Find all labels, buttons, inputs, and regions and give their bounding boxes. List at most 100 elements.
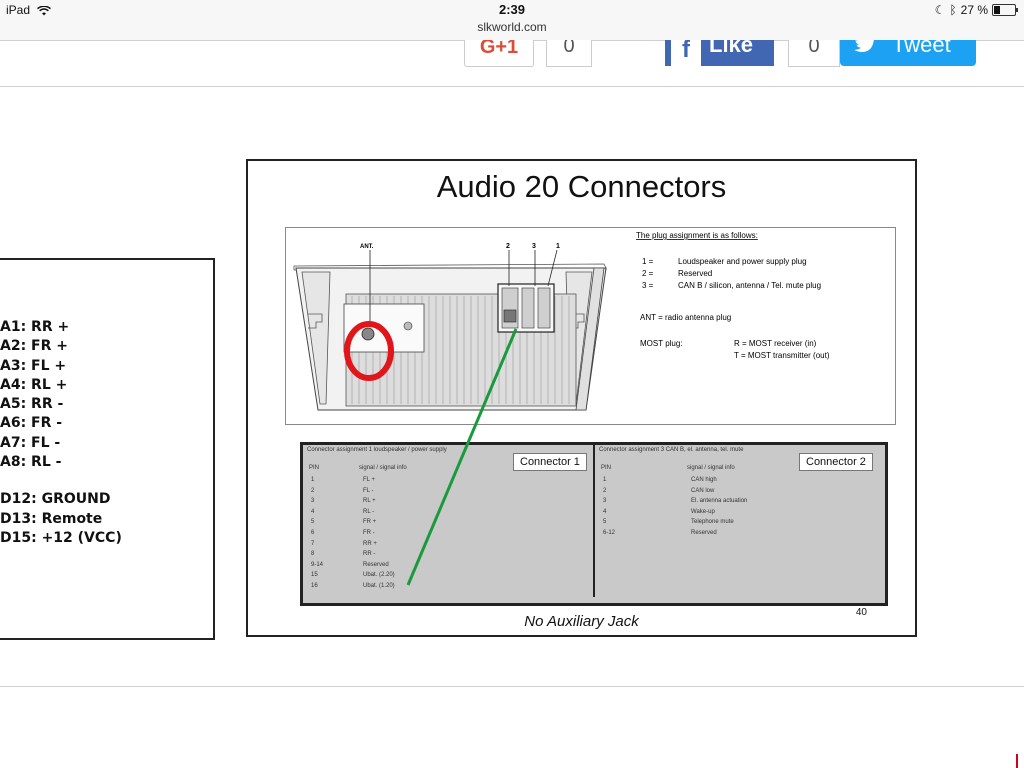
connector2-heading: Connector assignment 3 CAN B, el. antenn…: [599, 447, 744, 453]
divider-top: [0, 86, 1024, 87]
signal-cell: FR +: [363, 519, 377, 526]
signal-cell: RL +: [363, 498, 376, 505]
pin-cell: 2: [603, 487, 607, 494]
edge-mark: [1016, 754, 1018, 768]
pin-cell: 5: [311, 519, 315, 526]
pin-cell: 5: [603, 519, 607, 526]
radio-back-diagram: ANT. 2 3 1 The plug assignment is as fol…: [285, 227, 896, 425]
status-right: ☾ ᛒ 27 %: [934, 3, 1018, 17]
address-bar-url[interactable]: slkworld.com: [477, 20, 547, 34]
pin-cell: 2: [311, 487, 315, 494]
wifi-icon: [37, 5, 52, 16]
connector1-col-pin: PIN: [309, 465, 320, 471]
most-transmitter: T = MOST transmitter (out): [734, 351, 830, 360]
gplus-count: 0: [546, 40, 592, 67]
pin-cell: 7: [311, 540, 315, 547]
speaker-pin: A4: RL +: [0, 376, 68, 393]
speaker-pin: A2: FR +: [0, 338, 68, 355]
connector-slide-image: Audio 20 Connectors: [246, 159, 917, 637]
callout-2: 2: [506, 243, 510, 250]
radio-back-drawing: ANT. 2 3 1 The plug assignment is as fol…: [293, 231, 830, 411]
pin-cell: 4: [311, 508, 315, 515]
signal-cell: Ubat. (2.20): [363, 572, 395, 579]
pin-cell: 6-12: [603, 530, 616, 536]
plug-item-num: 2 =: [642, 269, 654, 278]
signal-cell: RL -: [363, 508, 375, 515]
divider-bottom: [0, 686, 1024, 687]
plug-item-text: Reserved: [678, 269, 712, 278]
ant-callout: ANT.: [360, 244, 374, 250]
slide-title: Audio 20 Connectors: [436, 169, 727, 204]
signal-cell: RR -: [363, 551, 376, 558]
signal-cell: Ubat. (1.20): [363, 583, 395, 589]
signal-cell: FL -: [363, 487, 374, 494]
signal-cell: Reserved: [363, 561, 389, 568]
plug-item-text: Loudspeaker and power supply plug: [678, 257, 807, 266]
signal-cell: Telephone mute: [691, 519, 734, 526]
pin-cell: 8: [311, 551, 315, 558]
most-label: MOST plug:: [640, 339, 683, 348]
speaker-pin: A3: FL +: [0, 357, 67, 374]
speaker-pin: A7: FL -: [0, 434, 61, 451]
callout-1: 1: [556, 243, 560, 250]
power-pin: D12: GROUND: [0, 491, 111, 507]
signal-cell: FL +: [363, 477, 375, 483]
power-pin: D13: Remote: [0, 510, 103, 527]
speaker-pin-list: A1: RR + A2: FR + A3: FL + A4: RL + A5: RR -…: [0, 318, 69, 472]
moon-icon: ☾: [934, 3, 946, 17]
callout-3: 3: [532, 243, 536, 250]
pin-cell: 15: [311, 572, 318, 579]
connector2-col-pin: PIN: [601, 465, 612, 471]
signal-cell: CAN low: [691, 487, 715, 494]
speaker-pin: A1: RR +: [0, 319, 70, 335]
plug-item-num: 1 =: [642, 257, 654, 266]
pin-cell: 3: [603, 498, 607, 505]
signal-cell: Wake-up: [691, 508, 715, 515]
speaker-pin: A5: RR -: [0, 396, 64, 413]
signal-cell: RR +: [363, 540, 377, 547]
signal-cell: CAN high: [691, 477, 717, 483]
connector2-label: Connector 2: [799, 453, 873, 471]
like-count: 0: [788, 40, 840, 67]
pin-cell: 3: [311, 498, 315, 505]
facebook-icon: f: [671, 40, 701, 66]
bluetooth-icon: ᛒ: [949, 3, 957, 17]
connector-tables: Connector assignment 1 loudspeaker / pow…: [300, 442, 888, 606]
connector1-heading: Connector assignment 1 loudspeaker / pow…: [307, 447, 447, 453]
ant-note: ANT = radio antenna plug: [640, 313, 731, 322]
like-label: Like: [709, 40, 754, 57]
pin-cell: 9-14: [311, 561, 324, 568]
plug-heading: The plug assignment is as follows:: [636, 231, 758, 240]
pin-cell: 1: [603, 477, 607, 483]
device-name: iPad: [6, 3, 31, 17]
pinout-card: A1: RR + A2: FR + A3: FL + A4: RL + A5: RR -…: [0, 258, 215, 640]
connector1-table: Connector assignment 1 loudspeaker / pow…: [303, 445, 595, 597]
most-receiver: R = MOST receiver (in): [734, 339, 817, 348]
pin-cell: 16: [311, 583, 318, 589]
pin-cell: 4: [603, 508, 607, 515]
slide-page-number: 40: [855, 607, 867, 618]
tweet-label: Tweet: [892, 40, 951, 57]
signal-cell: FR -: [363, 530, 375, 536]
battery-icon: [992, 4, 1018, 16]
facebook-like-button[interactable]: f Like: [665, 40, 774, 66]
plug-item-text: CAN B / silicon, antenna / Tel. mute plu…: [678, 281, 821, 290]
connector2-table: Connector assignment 3 CAN B, el. antenn…: [595, 445, 885, 597]
gplus-button[interactable]: G+1: [464, 40, 534, 67]
signal-cell: Reserved: [691, 530, 717, 536]
battery-fill: [994, 6, 1000, 14]
status-left: iPad: [6, 3, 52, 17]
connector1-col-signal: signal / signal info: [359, 465, 407, 471]
tweet-button[interactable]: Tweet: [840, 40, 976, 66]
pin-cell: 1: [311, 477, 315, 483]
connector2-col-signal: signal / signal info: [687, 465, 735, 471]
connector1-label: Connector 1: [513, 453, 587, 471]
plug-item-num: 3 =: [642, 281, 654, 290]
battery-percent: 27 %: [960, 3, 988, 17]
clock: 2:39: [498, 2, 526, 17]
status-bar: iPad 2:39 slkworld.com ☾ ᛒ 27 %: [0, 0, 1024, 41]
slide-footer: No Auxiliary Jack: [524, 613, 639, 630]
speaker-pin: A8: RL -: [0, 454, 62, 471]
signal-cell: El. antenna actuation: [691, 498, 748, 505]
